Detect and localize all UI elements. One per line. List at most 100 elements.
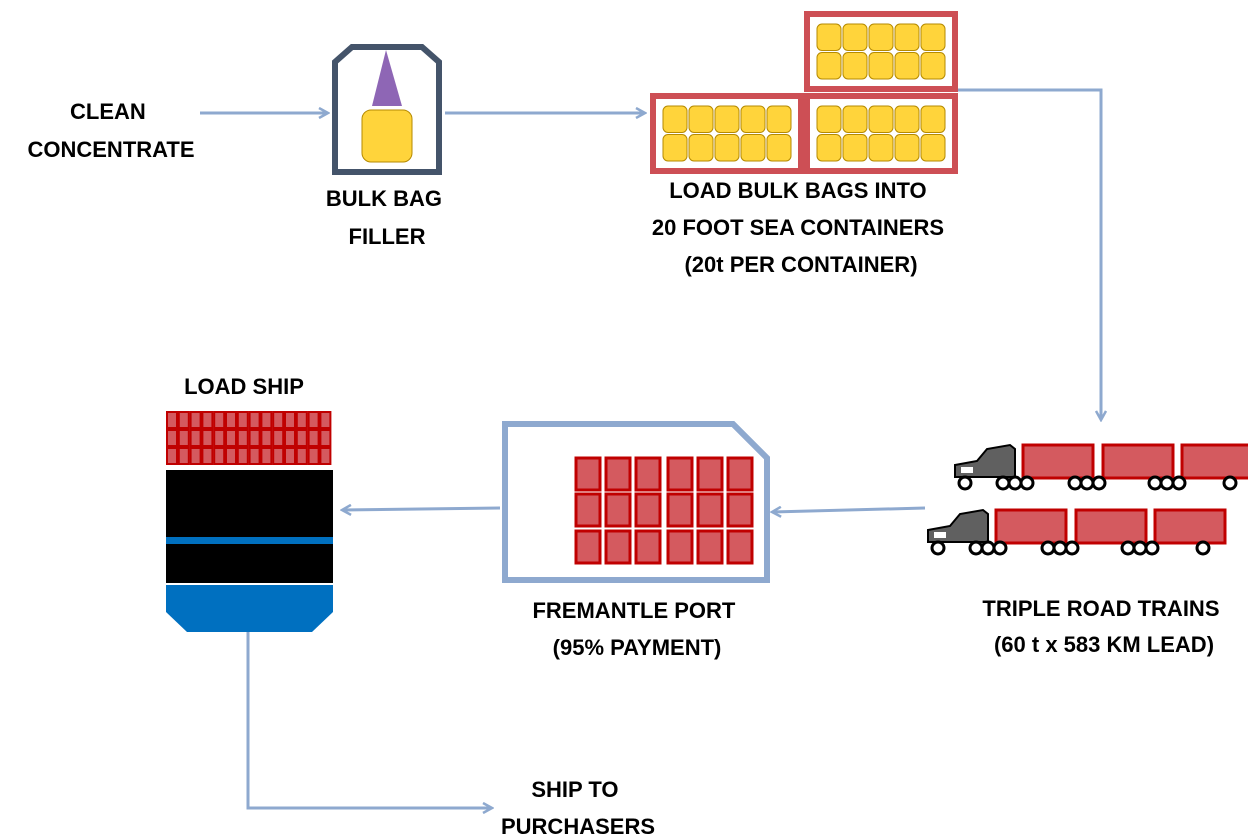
ship-container (307, 447, 320, 465)
ship-container (236, 447, 249, 465)
port-container (696, 529, 724, 565)
label-load-ship: LOAD SHIP (184, 374, 304, 399)
ship-container (225, 429, 237, 447)
ship-container (189, 411, 202, 429)
arrow-trains-to-port (772, 508, 926, 512)
arrow-port-to-ship (342, 508, 501, 510)
bulk-bag (868, 23, 894, 51)
bulk-bag (714, 134, 740, 162)
bulk-bag (662, 105, 688, 133)
trailer (1153, 508, 1227, 545)
ship-container (225, 411, 237, 429)
wheel (995, 475, 1011, 491)
bulk-bag (842, 134, 868, 162)
port-container (574, 529, 602, 565)
ship-container (295, 411, 308, 429)
label-containers: LOAD BULK BAGS INTO 20 FOOT SEA CONTAINE… (652, 178, 950, 277)
bulk-bag (868, 52, 894, 80)
port-container (666, 529, 694, 565)
wheel (1195, 540, 1211, 556)
truck-light (961, 467, 973, 473)
ship-container (260, 429, 273, 447)
ship-container (225, 447, 237, 465)
wheel (1171, 475, 1187, 491)
port-container (574, 456, 602, 492)
bulk-bag (766, 105, 792, 133)
ship-container (248, 429, 261, 447)
wheel (1222, 475, 1238, 491)
ship-container (284, 411, 296, 429)
ship-container (177, 429, 190, 447)
ship-container (319, 429, 332, 447)
bulk-bag (688, 105, 714, 133)
ship-container (201, 429, 214, 447)
bulk-bag-filler-icon (332, 44, 442, 175)
ship-container (319, 411, 332, 429)
ship-container (213, 411, 226, 429)
bulk-bag (920, 23, 946, 51)
port-container (604, 529, 632, 565)
bulk-bag (816, 134, 842, 162)
wheel (1079, 475, 1095, 491)
bulk-bag (766, 134, 792, 162)
ship-container (295, 447, 308, 465)
port-container (696, 456, 724, 492)
ship-container (236, 411, 249, 429)
flow-arrows (200, 88, 1101, 808)
wheel (1147, 475, 1163, 491)
wheel (957, 475, 973, 491)
ship-container (248, 411, 261, 429)
bulk-bag (920, 134, 946, 162)
wheel (1132, 540, 1148, 556)
ship-container (307, 411, 320, 429)
ship-container (260, 411, 273, 429)
port-container (726, 492, 754, 528)
ship-container (272, 447, 285, 465)
port-container (574, 492, 602, 528)
wheel (968, 540, 984, 556)
bulk-bag (868, 105, 894, 133)
wheel (1007, 475, 1023, 491)
ship-container (319, 447, 332, 465)
port-container (604, 492, 632, 528)
ship-container (272, 429, 285, 447)
wheel (1052, 540, 1068, 556)
trailer (1074, 508, 1148, 545)
ship-container (189, 429, 202, 447)
ship-container (213, 429, 226, 447)
port-container (666, 456, 694, 492)
label-road-trains: TRIPLE ROAD TRAINS (60 t x 583 KM LEAD) (982, 596, 1225, 657)
road-train-icon (927, 443, 1248, 556)
bulk-bag (842, 23, 868, 51)
bulk-bag (842, 105, 868, 133)
wheel (1120, 540, 1136, 556)
ship-container (295, 429, 308, 447)
wheel (980, 540, 996, 556)
port-container (726, 456, 754, 492)
bulk-bag (920, 52, 946, 80)
bulk-bag (714, 105, 740, 133)
truck-light (934, 532, 946, 538)
port-container (604, 456, 632, 492)
trailer (994, 508, 1068, 545)
wheel (1091, 475, 1107, 491)
port-container (696, 492, 724, 528)
trailer (1021, 443, 1095, 480)
label-clean-concentrate: CLEAN CONCENTRATE (27, 99, 194, 162)
wheel (1019, 475, 1035, 491)
bulk-bag (894, 52, 920, 80)
trailer (1101, 443, 1175, 480)
bulk-bag (920, 105, 946, 133)
bulk-bag (816, 23, 842, 51)
ship-icon (166, 411, 333, 632)
ship-container (284, 447, 296, 465)
arrow-containers-to-trains (957, 88, 1101, 420)
port-container (634, 529, 662, 565)
ship-container (284, 429, 296, 447)
ship-container (177, 447, 190, 465)
bulk-bag (688, 134, 714, 162)
port-container (634, 492, 662, 528)
bulk-bag (894, 134, 920, 162)
bulk-bag (662, 134, 688, 162)
